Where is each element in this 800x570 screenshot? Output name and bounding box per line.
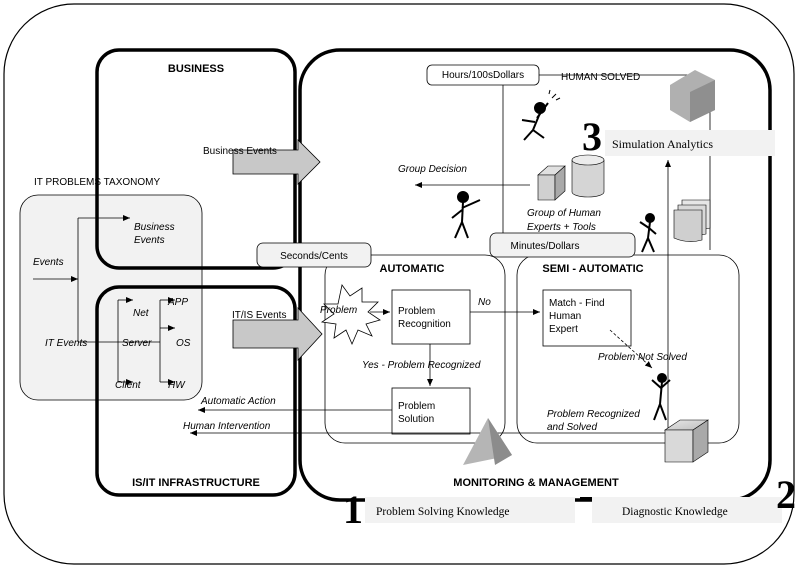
itis-events-arrow — [232, 306, 323, 362]
problem-starburst — [320, 284, 381, 346]
solution-box-label-1: Problem — [398, 401, 435, 412]
match-box-label-3: Expert — [549, 324, 578, 335]
hours-label-box — [426, 64, 540, 86]
diagnostic-knowledge-box — [592, 497, 782, 523]
document-stack-icon — [673, 199, 711, 242]
match-to-expert-dashed — [609, 329, 653, 369]
business-events-label-1: Business — [134, 222, 175, 233]
automatic-action-label: Automatic Action — [200, 396, 276, 407]
hexagon-shape — [670, 70, 715, 122]
match-expert-box — [542, 289, 632, 347]
human-intervention-label: Human Intervention — [183, 421, 271, 432]
business-events-label-2: Events — [134, 235, 165, 246]
problem-solution-box — [391, 387, 471, 435]
outer-frame — [3, 3, 795, 565]
simulation-analytics-label: Simulation Analytics — [612, 137, 713, 151]
problem-label: Problem — [320, 305, 357, 316]
net-label: Net — [133, 308, 150, 319]
business-events-flow-label: Business Events — [203, 146, 277, 157]
client-label: Client — [115, 380, 142, 391]
problem-recognition-box — [391, 289, 471, 345]
monitoring-title: MONITORING & MANAGEMENT — [453, 477, 619, 489]
hours-label: Hours/100sDollars — [442, 70, 524, 81]
automatic-title: AUTOMATIC — [380, 263, 445, 275]
knowledge-number-1: 1 — [343, 487, 363, 532]
automatic-panel — [324, 254, 506, 444]
yes-recognized-label: Yes - Problem Recognized — [362, 360, 481, 371]
stick-figure-question — [639, 213, 657, 253]
app-label: APP — [167, 297, 188, 308]
business-title: BUSINESS — [168, 63, 224, 75]
problem-solving-knowledge-box — [365, 497, 575, 523]
minutes-label: Minutes/Dollars — [511, 241, 580, 252]
minutes-label-box — [489, 232, 636, 258]
taxonomy-title: IT PROBLEMS TAXONOMY — [34, 177, 160, 188]
os-label: OS — [176, 338, 191, 349]
group-experts-label-1: Group of Human — [527, 208, 601, 219]
group-experts-label-2: Experts + Tools — [527, 222, 596, 233]
diagnostic-knowledge-label: Diagnostic Knowledge — [622, 506, 728, 518]
events-label: Events — [33, 257, 64, 268]
database-cylinder-icon — [571, 154, 605, 198]
pyramid-shape — [463, 418, 512, 465]
recognized-solved-label-2: and Solved — [547, 422, 597, 433]
no-label: No — [478, 297, 491, 308]
taxonomy-panel — [19, 194, 203, 401]
recognition-box-label-1: Problem — [398, 306, 435, 317]
problem-solving-knowledge-label: Problem Solving Knowledge — [376, 506, 510, 518]
it-events-label: IT Events — [45, 338, 87, 349]
recognition-box-label-2: Recognition — [398, 319, 451, 330]
knowledge-number-2: 2 — [776, 472, 796, 517]
cube-shape — [664, 419, 709, 463]
human-solved-title: HUMAN SOLVED — [561, 72, 640, 83]
hw-label: HW — [168, 380, 186, 391]
business-events-arrow — [232, 139, 321, 185]
seconds-label: Seconds/Cents — [280, 251, 348, 262]
semi-automatic-title: SEMI - AUTOMATIC — [542, 263, 643, 275]
stick-figure-pointing — [451, 191, 481, 239]
server-label: Server — [122, 338, 152, 349]
match-box-label-2: Human — [549, 311, 581, 322]
solution-box-label-2: Solution — [398, 414, 434, 425]
stick-figure-idea — [651, 373, 671, 421]
knowledge-separator — [580, 497, 592, 500]
knowledge-number-3: 3 — [582, 114, 602, 159]
itis-events-flow-label: IT/IS Events — [232, 310, 286, 321]
infrastructure-box — [95, 285, 297, 497]
infrastructure-title: IS/IT INFRASTRUCTURE — [132, 477, 260, 489]
recognized-solved-label-1: Problem Recognized — [547, 409, 640, 420]
problem-not-solved-label: Problem Not Solved — [598, 352, 687, 363]
stick-figure-thinking — [521, 89, 561, 141]
expert-tools-cube — [537, 165, 566, 201]
group-decision-label: Group Decision — [398, 164, 467, 175]
seconds-label-box — [256, 242, 372, 268]
simulation-analytics-box — [605, 130, 775, 156]
match-box-label-1: Match - Find — [549, 298, 605, 309]
